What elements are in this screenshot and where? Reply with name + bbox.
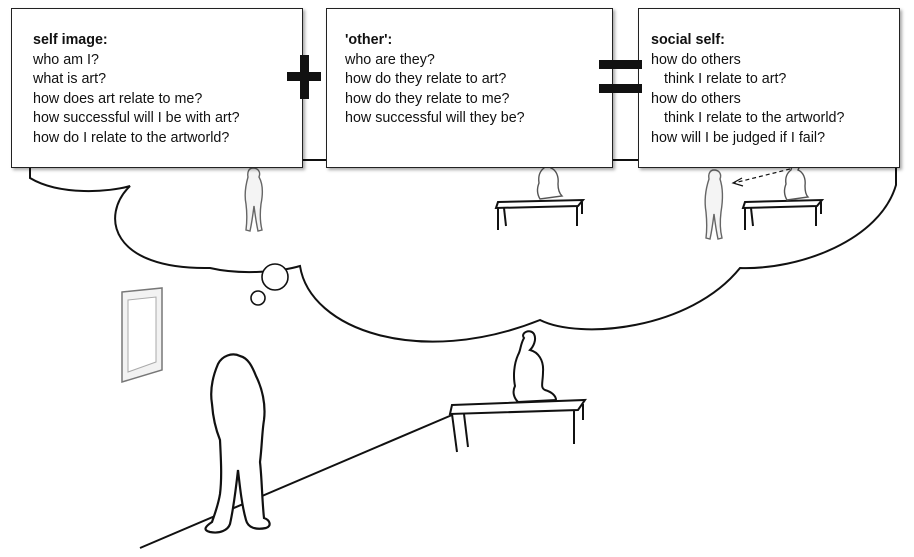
self-image-line: how successful will I be with art?: [33, 110, 240, 127]
standing-person-small-self: [244, 167, 264, 232]
social-self-line: how do others: [651, 90, 741, 107]
self-image-line: what is art?: [33, 71, 107, 88]
equals-bar-top: [599, 60, 642, 69]
gaze-arrow: [731, 168, 791, 187]
plus-operator: [287, 55, 321, 99]
equals-operator: [599, 60, 642, 93]
gallery-bench-small-social: [741, 198, 825, 230]
other-line: how do they relate to art?: [345, 71, 507, 88]
equals-bar-bottom: [599, 84, 642, 93]
self-image-line: how does art relate to me?: [33, 90, 203, 107]
thought-bubble-small: [250, 290, 266, 306]
wall-picture-frame: [121, 287, 163, 384]
self-image-box: self image: who am I? what is art? how d…: [11, 8, 303, 168]
other-title: 'other':: [345, 32, 393, 48]
other-line: how successful will they be?: [345, 110, 525, 127]
gallery-bench-small-other: [494, 198, 586, 230]
social-self-line: think I relate to art?: [664, 71, 787, 88]
self-image-line: how do I relate to the artworld?: [33, 129, 230, 146]
social-self-title: social self:: [651, 32, 725, 48]
standing-person-large: [204, 353, 271, 534]
social-self-line: how will I be judged if I fail?: [651, 129, 826, 146]
thought-bubble-large: [261, 263, 289, 291]
standing-person-small-social: [704, 169, 724, 240]
gallery-bench-large: [448, 398, 587, 453]
self-image-title: self image:: [33, 32, 108, 48]
social-self-line: how do others: [651, 51, 741, 68]
social-self-box: social self: how do others think I relat…: [638, 8, 900, 168]
other-line: who are they?: [345, 51, 435, 68]
seated-person-large: [512, 330, 558, 404]
other-line: how do they relate to me?: [345, 90, 510, 107]
social-self-line: think I relate to the artworld?: [664, 110, 845, 127]
floor-line: [139, 414, 453, 549]
plus-bar-vertical: [300, 55, 309, 99]
other-box: 'other': who are they? how do they relat…: [326, 8, 613, 168]
self-image-line: who am I?: [33, 51, 99, 68]
